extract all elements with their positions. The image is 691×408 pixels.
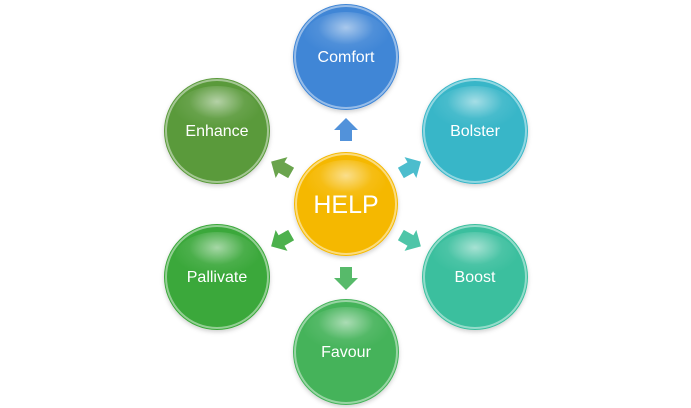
arrow-bolster [397, 157, 421, 179]
arrows-layer [271, 118, 421, 290]
arrow-pallivate [271, 229, 295, 251]
node-label-comfort: Comfort [318, 49, 375, 66]
arrow-comfort [334, 118, 358, 141]
center-label: HELP [313, 191, 378, 219]
nodes-layer: HELP Comfort Bolster Boost Favour [164, 4, 528, 405]
node-boost: Boost [422, 224, 528, 330]
node-label-enhance: Enhance [185, 123, 248, 140]
node-pallivate: Pallivate [164, 224, 270, 330]
node-comfort: Comfort [293, 4, 399, 110]
arrow-boost [397, 229, 421, 251]
node-enhance: Enhance [164, 78, 270, 184]
node-label-favour: Favour [321, 344, 371, 361]
center-node-help: HELP [294, 152, 398, 256]
node-label-boost: Boost [455, 269, 496, 286]
arrow-favour [334, 267, 358, 290]
arrow-enhance [271, 157, 295, 179]
node-favour: Favour [293, 299, 399, 405]
node-bolster: Bolster [422, 78, 528, 184]
node-label-pallivate: Pallivate [187, 269, 248, 286]
node-label-bolster: Bolster [450, 123, 500, 140]
